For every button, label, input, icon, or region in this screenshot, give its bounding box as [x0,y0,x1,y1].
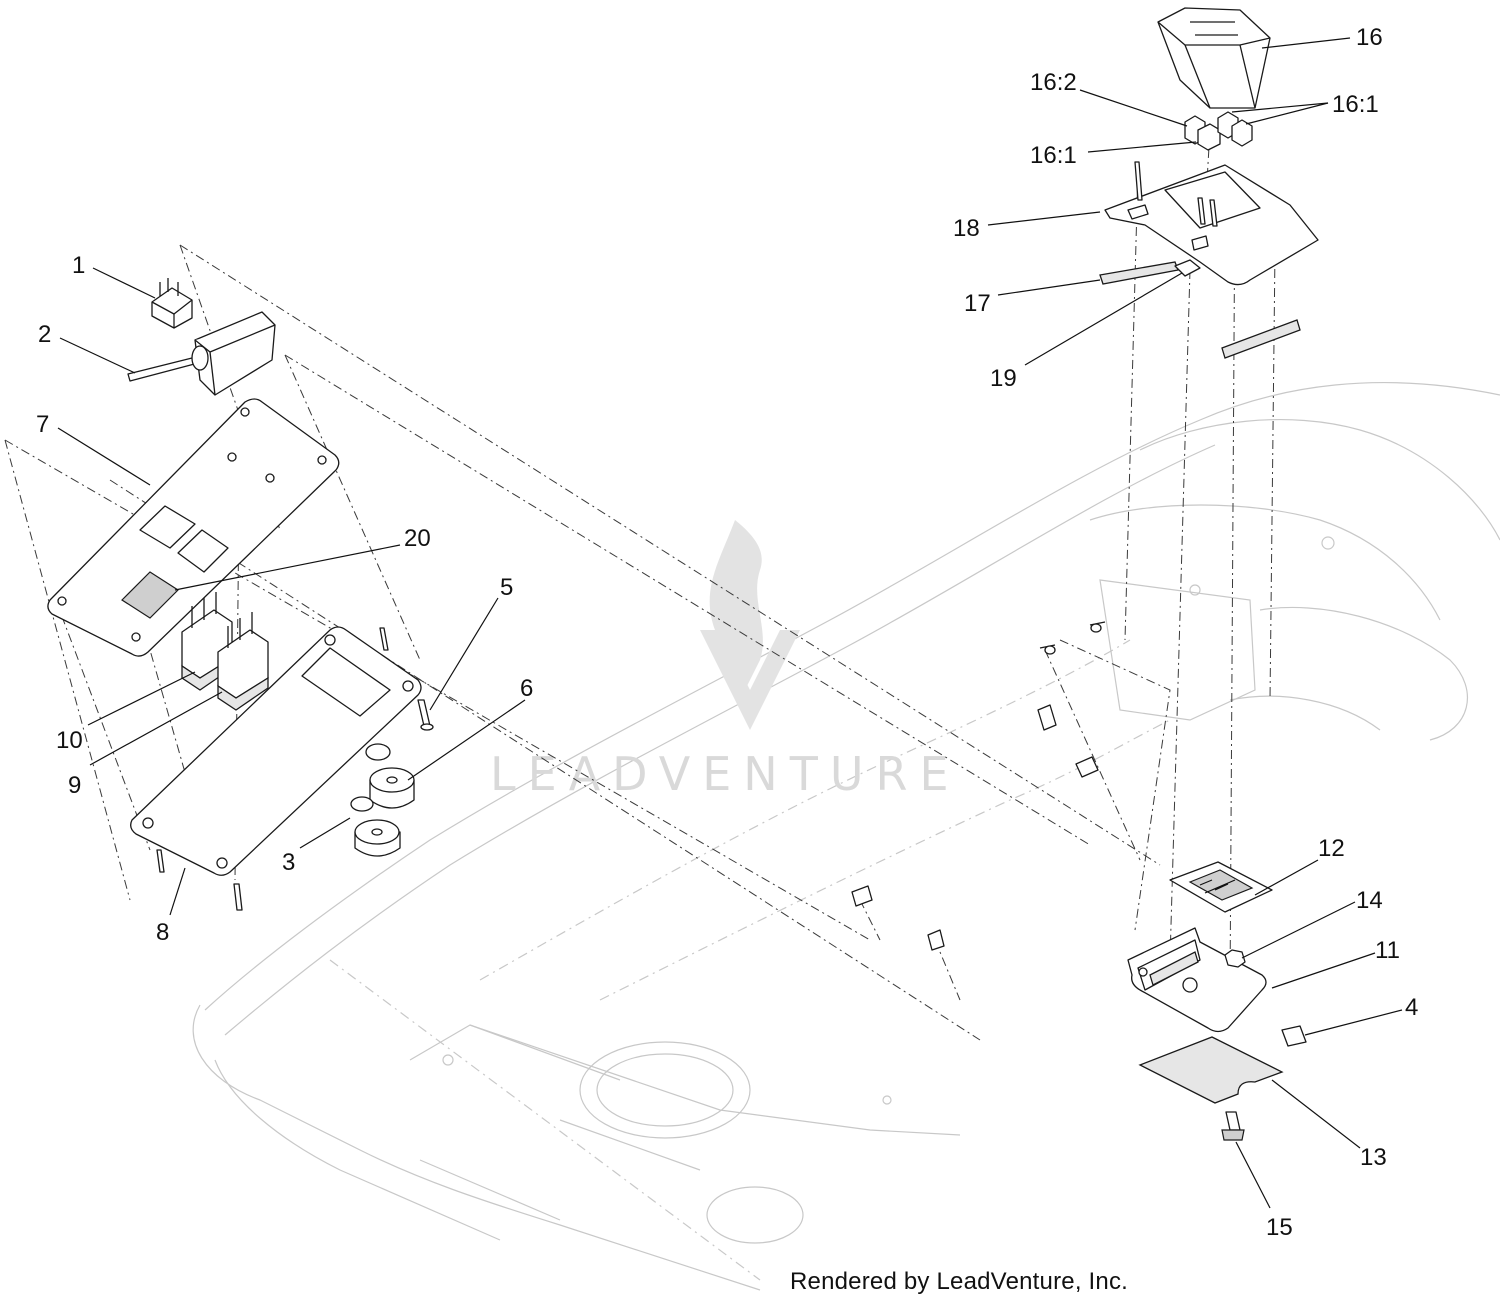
callout-7: 7 [36,411,49,438]
part-13-cover-pad [1138,1036,1284,1104]
callout-17: 17 [964,290,991,317]
part-14-nut [1224,949,1246,968]
callout-16-1-left: 16:1 [1030,142,1077,169]
callout-2: 2 [38,321,51,348]
part-5-screw [417,699,434,731]
callout-4: 4 [1405,994,1418,1021]
part-15-fastener [1221,1111,1245,1141]
part-7-panel [47,398,340,657]
mower-body-outline [192,381,1500,1291]
callout-leaders [57,37,1403,1209]
callout-14: 14 [1356,887,1383,914]
part-11-hinge-bracket [1127,927,1267,1033]
callout-16: 16 [1356,24,1383,51]
callout-16-1-right: 16:1 [1332,91,1379,118]
part-6-knob [365,743,415,809]
callout-1: 1 [72,252,85,279]
part-16-fuse-block [1157,7,1271,109]
part-9-rocker-switch [217,612,269,711]
callout-16-2: 16:2 [1030,69,1077,96]
part-3-knob [350,796,401,857]
callout-19: 19 [990,365,1017,392]
part-12-decal [1169,861,1273,913]
callout-12: 12 [1318,835,1345,862]
assembly-lines [4,129,1276,1041]
callout-18: 18 [953,215,980,242]
callout-9: 9 [68,772,81,799]
watermark-text: LEADVENTURE [490,747,961,801]
callout-labels: 1 2 7 20 5 6 10 9 3 8 16 16:2 16:1 16:1 … [36,24,1418,1241]
part-17-foam-strip [1099,261,1301,359]
part-4-clip [1281,1025,1307,1047]
part-8-lower-plate [130,626,422,911]
part-2-key-switch [127,311,276,396]
frame-clips [851,621,1106,951]
part-16-1-fuses [1197,111,1253,151]
part-1-connector [151,278,193,329]
callout-6: 6 [520,675,533,702]
watermark: LEADVENTURE [490,520,961,801]
callout-11: 11 [1375,937,1400,964]
callout-15: 15 [1266,1214,1293,1241]
flame-v-logo [700,520,800,730]
part-19-clip [1174,259,1201,277]
callout-8: 8 [156,919,169,946]
callout-3: 3 [282,849,295,876]
render-credit: Rendered by LeadVenture, Inc. [790,1268,1129,1295]
callout-5: 5 [500,574,513,601]
callout-10: 10 [56,727,83,754]
part-18-mounting-plate [1104,161,1319,286]
callout-13: 13 [1360,1144,1387,1171]
callout-20: 20 [404,525,431,552]
